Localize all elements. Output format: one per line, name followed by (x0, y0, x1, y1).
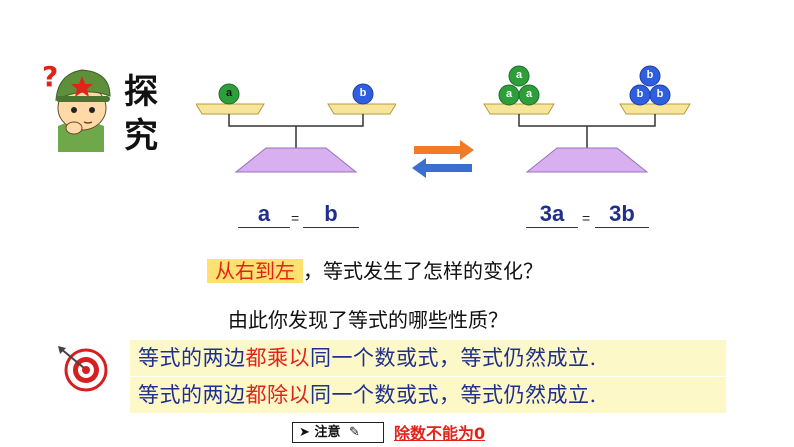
rule-1: 等式的两边都乘以同一个数或式，等式仍然成立. (138, 344, 597, 372)
equation-right-sign: = (582, 210, 591, 226)
ball-label-a: a (525, 88, 533, 100)
ball-label-a: a (505, 88, 513, 100)
ball-label-b: b (359, 87, 367, 99)
ball-label-a: a (515, 69, 523, 81)
rule-1-after: 同一个数或式，等式仍然成立. (310, 346, 597, 370)
ball-label-b: b (656, 88, 664, 100)
equation-left-lhs: a (238, 203, 290, 228)
arrow-pointer-icon: ➤ (299, 425, 310, 440)
question-1-highlight: 从右到左 (207, 259, 303, 283)
rule-1-before: 等式的两边 (138, 346, 246, 370)
ball-label-a: a (225, 87, 233, 99)
target-icon (58, 346, 108, 392)
equation-left-sign: = (291, 210, 300, 226)
rule-2-background (130, 377, 726, 413)
rule-2-after: 同一个数或式，等式仍然成立. (310, 383, 597, 407)
question-1-text: ，等式发生了怎样的变化？ (303, 259, 543, 283)
balance-scale-left (196, 83, 396, 173)
rule-1-emphasis: 都乘以 (245, 346, 310, 370)
soldier-mascot-icon: ? (42, 60, 111, 152)
note-warning: 除数不能为0 (394, 424, 486, 443)
rule-1-background (130, 340, 726, 376)
swap-arrows-icon (412, 140, 474, 178)
balance-scale-right (483, 65, 691, 173)
note-label: 注意 (314, 425, 341, 440)
pencil-icon: ✎ (348, 425, 360, 440)
ball-label-b: b (636, 88, 644, 100)
equation-right-rhs: 3b (595, 203, 649, 228)
question-1: 从右到左，等式发生了怎样的变化？ (207, 256, 543, 286)
rule-2-before: 等式的两边 (138, 383, 246, 407)
rule-2: 等式的两边都除以同一个数或式，等式仍然成立. (138, 381, 597, 409)
explore-title: 探究 (124, 72, 158, 156)
equation-left-rhs: b (303, 203, 359, 228)
equation-right-lhs: 3a (526, 203, 578, 228)
question-2: 由此你发现了等式的哪些性质？ (228, 308, 508, 332)
rule-2-emphasis: 都除以 (245, 383, 310, 407)
question-mark-icon: ? (42, 60, 58, 93)
note-box: ➤ 注意 ✎ (292, 422, 384, 443)
ball-label-b: b (646, 69, 654, 81)
